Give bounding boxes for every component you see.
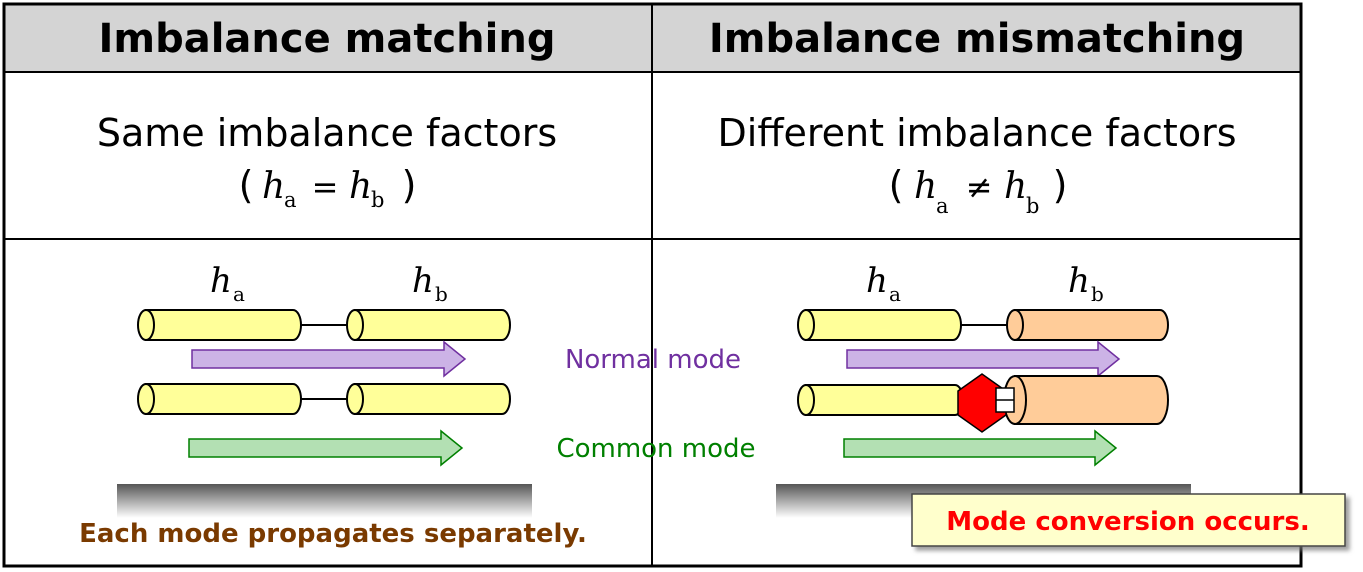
callout-box	[911, 493, 1346, 547]
header-imbalance-mismatching: Imbalance mismatching	[709, 16, 1245, 62]
close-paren: )	[402, 163, 417, 207]
mode-conversion-callout: Mode conversion occurs.	[911, 493, 1346, 547]
header-imbalance-matching: Imbalance matching	[99, 16, 556, 62]
waveguide-b	[346, 309, 511, 341]
label-sub-b: b	[435, 282, 448, 306]
same-factors-title: Same imbalance factors	[97, 111, 557, 155]
rhs-h: h	[1004, 166, 1027, 207]
open-paren: (	[889, 163, 904, 207]
rhs-sub: b	[371, 188, 384, 212]
label-sub-b: b	[1091, 282, 1104, 306]
rhs-sub: b	[1026, 194, 1039, 218]
waveguide-a	[137, 309, 302, 341]
waveguide-pair-converted	[797, 373, 1169, 433]
matching-diagram: h a h b	[117, 261, 532, 518]
rhs-h: h	[349, 166, 372, 207]
normal-mode-arrow	[191, 340, 467, 378]
label-h-b: h	[412, 261, 434, 301]
common-mode-arrow	[843, 429, 1118, 467]
normal-mode-arrow	[846, 340, 1121, 378]
left-result-text: Each mode propagates separately.	[79, 519, 587, 549]
normal-mode-label: Normal mode	[565, 345, 741, 375]
open-paren: (	[239, 163, 254, 207]
mismatching-diagram: h a h b	[776, 261, 1191, 518]
lhs-h: h	[262, 166, 285, 207]
not-equal-operator: ≠	[966, 168, 993, 206]
lhs-sub: a	[284, 188, 297, 212]
waveguide-a	[797, 384, 964, 416]
right-result-text: Mode conversion occurs.	[946, 507, 1309, 537]
mode-conversion-marker	[957, 373, 1007, 433]
waveguide-pair-normal	[797, 309, 1169, 341]
waveguide-a	[137, 383, 302, 415]
waveguide-pair-normal	[137, 309, 511, 341]
waveguide-b-thick	[1006, 309, 1169, 341]
different-factors-title: Different imbalance factors	[718, 111, 1237, 155]
label-sub-a: a	[233, 282, 245, 306]
substrate-floor	[117, 484, 532, 518]
common-mode-label: Common mode	[556, 434, 755, 464]
waveguide-pair-common	[137, 383, 511, 415]
close-paren: )	[1053, 163, 1068, 207]
equal-condition-formula: ( h a = h b )	[239, 163, 417, 212]
label-h-b: h	[1068, 261, 1090, 301]
label-h-a: h	[866, 261, 888, 301]
lhs-sub: a	[936, 194, 949, 218]
common-mode-arrow	[188, 429, 464, 467]
label-h-a: h	[210, 261, 232, 301]
waveguide-a	[797, 309, 962, 341]
waveguide-b	[346, 383, 511, 415]
lhs-h: h	[914, 166, 937, 207]
label-sub-a: a	[889, 282, 901, 306]
waveguide-b-large	[1003, 375, 1169, 425]
equals-operator: =	[312, 168, 339, 206]
not-equal-condition-formula: ( h a ≠ h b )	[889, 163, 1068, 218]
